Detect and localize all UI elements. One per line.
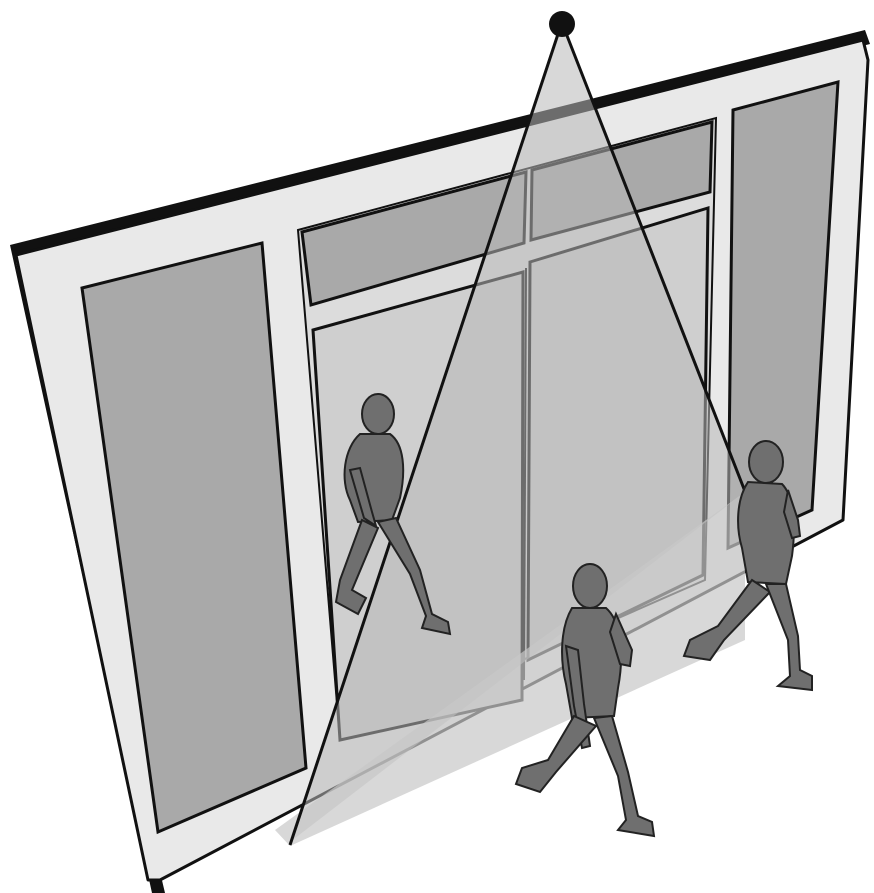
person-front-leg-front: [594, 716, 654, 836]
person-right-torso: [738, 482, 794, 584]
person-right-head: [749, 441, 783, 483]
person-right-leg-front: [766, 584, 812, 690]
person-front-head: [573, 564, 607, 608]
ceiling-sensor: [549, 11, 575, 37]
person-left-head: [362, 394, 394, 434]
